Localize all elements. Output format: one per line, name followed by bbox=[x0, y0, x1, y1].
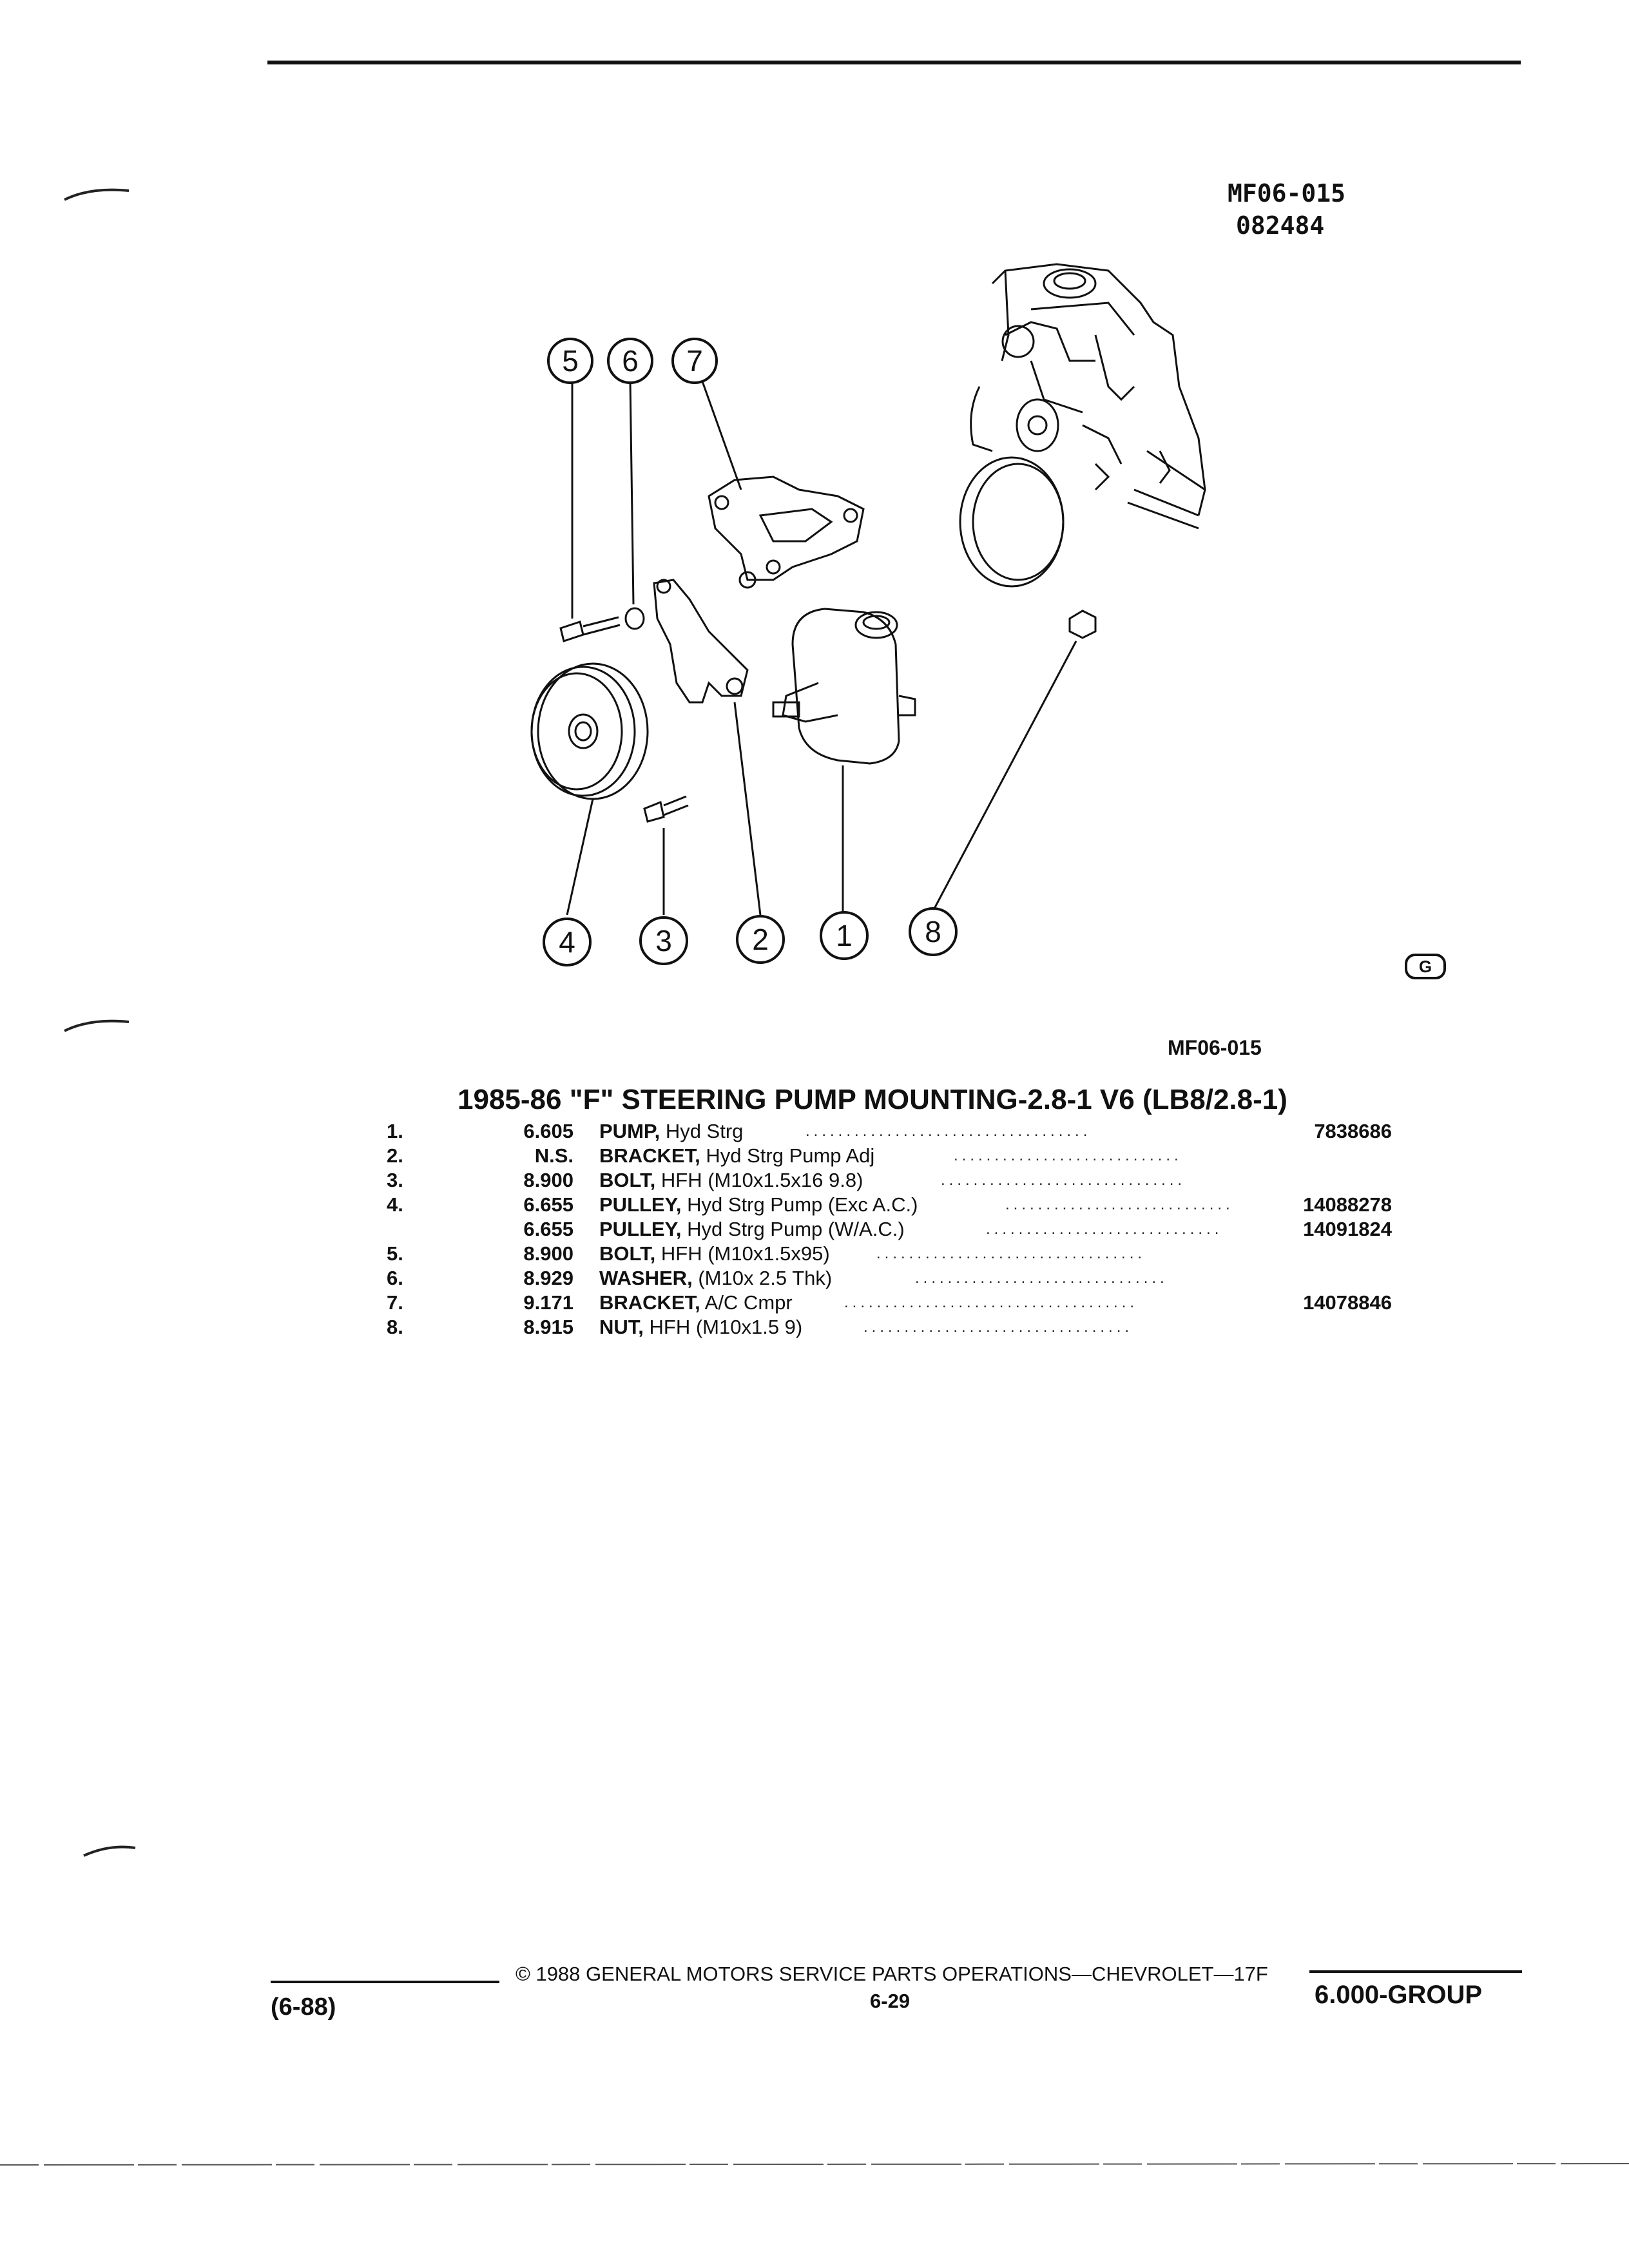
group-number: 9.171 bbox=[523, 1291, 574, 1314]
pulley-drawing bbox=[530, 662, 649, 800]
gm-logo: G bbox=[1405, 954, 1446, 979]
dot-leader: ................................... bbox=[805, 1122, 1092, 1140]
steering-pump-drawing bbox=[772, 608, 916, 765]
parts-row: 8. 8.915 NUT, HFH (M10x1.5 9) ..........… bbox=[387, 1316, 1392, 1340]
callout-label: 8 bbox=[925, 915, 941, 948]
callout-6: 6 bbox=[607, 338, 653, 384]
dot-leader: ............................... bbox=[915, 1269, 1168, 1287]
top-rule bbox=[267, 61, 1521, 64]
parts-row: 7. 9.171 BRACKET, A/C Cmpr .............… bbox=[387, 1291, 1392, 1316]
bolt-5-drawing bbox=[559, 616, 621, 642]
footer-rule-left bbox=[271, 1981, 499, 1983]
group-number: N.S. bbox=[534, 1144, 574, 1167]
part-description: PULLEY, Hyd Strg Pump (W/A.C.) bbox=[599, 1218, 905, 1240]
item-number: 1. bbox=[387, 1120, 403, 1142]
part-description: WASHER, (M10x 2.5 Thk) bbox=[599, 1267, 833, 1289]
callout-1: 1 bbox=[820, 911, 869, 960]
item-number: 2. bbox=[387, 1144, 403, 1167]
callout-2: 2 bbox=[736, 915, 785, 964]
callout-5: 5 bbox=[547, 338, 593, 384]
parts-row: 3. 8.900 BOLT, HFH (M10x1.5x16 9.8) ....… bbox=[387, 1169, 1392, 1193]
dot-leader: ............................ bbox=[1005, 1196, 1234, 1213]
part-description: PULLEY, Hyd Strg Pump (Exc A.C.) bbox=[599, 1193, 918, 1216]
part-number: 14091824 bbox=[1303, 1218, 1392, 1240]
group-number: 8.900 bbox=[523, 1169, 574, 1191]
parts-list: 1. 6.605 PUMP, Hyd Strg ................… bbox=[387, 1120, 1392, 1340]
part-description: PUMP, Hyd Strg bbox=[599, 1120, 744, 1142]
callout-3: 3 bbox=[639, 916, 688, 965]
engine-block-drawing bbox=[959, 263, 1206, 588]
footer-rule-right bbox=[1309, 1970, 1522, 1973]
callout-label: 7 bbox=[686, 344, 703, 378]
section-title: 1985-86 "F" STEERING PUMP MOUNTING-2.8-1… bbox=[458, 1084, 1287, 1115]
margin-mark bbox=[64, 188, 130, 201]
dot-leader: ................................. bbox=[876, 1245, 1146, 1262]
figure-label: MF06-015 bbox=[1168, 1036, 1262, 1059]
item-number: 4. bbox=[387, 1193, 403, 1216]
margin-mark bbox=[83, 1845, 136, 1857]
callout-label: 3 bbox=[655, 924, 672, 957]
part-description: BRACKET, Hyd Strg Pump Adj bbox=[599, 1144, 875, 1167]
parts-row: 6. 8.929 WASHER, (M10x 2.5 Thk) ........… bbox=[387, 1267, 1392, 1291]
item-number: 5. bbox=[387, 1242, 403, 1265]
callout-label: 5 bbox=[562, 344, 579, 378]
margin-mark bbox=[64, 1019, 130, 1032]
dot-leader: .............................. bbox=[941, 1171, 1186, 1189]
callout-label: 6 bbox=[622, 344, 639, 378]
item-number: 3. bbox=[387, 1169, 403, 1191]
part-description: BOLT, HFH (M10x1.5x95) bbox=[599, 1242, 830, 1265]
copyright-line: © 1988 GENERAL MOTORS SERVICE PARTS OPER… bbox=[516, 1963, 1268, 1985]
ac-bracket-drawing bbox=[708, 476, 865, 589]
parts-row: 4. 6.655 PULLEY, Hyd Strg Pump (Exc A.C.… bbox=[387, 1193, 1392, 1218]
part-number: 14088278 bbox=[1303, 1193, 1392, 1216]
part-description: BOLT, HFH (M10x1.5x16 9.8) bbox=[599, 1169, 863, 1191]
bottom-scan-line bbox=[0, 2163, 1629, 2166]
washer-drawing bbox=[624, 607, 645, 630]
item-number: 7. bbox=[387, 1291, 403, 1314]
item-number: 6. bbox=[387, 1267, 403, 1289]
parts-row: 5. 8.900 BOLT, HFH (M10x1.5x95) ........… bbox=[387, 1242, 1392, 1267]
figure-ref-code: MF06-015 bbox=[1228, 179, 1346, 207]
group-label: 6.000-GROUP bbox=[1315, 1981, 1483, 2009]
adjust-bracket-drawing bbox=[653, 579, 749, 704]
figure-ref-date: 082484 bbox=[1236, 211, 1325, 240]
part-number: 14078846 bbox=[1303, 1291, 1392, 1314]
callout-4: 4 bbox=[543, 918, 592, 966]
nut-drawing bbox=[1068, 610, 1097, 639]
dot-leader: ............................. bbox=[986, 1220, 1223, 1238]
dot-leader: .................................... bbox=[844, 1294, 1139, 1311]
group-number: 6.605 bbox=[523, 1120, 574, 1142]
exploded-view-illustration: 5 6 7 4 3 2 1 8 bbox=[530, 263, 1206, 966]
revision-date: (6-88) bbox=[271, 1994, 336, 2021]
dot-leader: ............................ bbox=[954, 1147, 1182, 1164]
group-number: 8.929 bbox=[523, 1267, 574, 1289]
callout-label: 1 bbox=[836, 919, 853, 952]
group-number: 8.915 bbox=[523, 1316, 574, 1338]
part-number: 7838686 bbox=[1314, 1120, 1392, 1142]
group-number: 8.900 bbox=[523, 1242, 574, 1265]
dot-leader: ................................. bbox=[863, 1318, 1133, 1336]
parts-row: 2. N.S. BRACKET, Hyd Strg Pump Adj .....… bbox=[387, 1144, 1392, 1169]
page-number: 6-29 bbox=[870, 1990, 911, 2012]
group-number: 6.655 bbox=[523, 1193, 574, 1216]
callout-7: 7 bbox=[671, 338, 718, 384]
callout-8: 8 bbox=[909, 907, 958, 956]
part-description: BRACKET, A/C Cmpr bbox=[599, 1291, 793, 1314]
group-number: 6.655 bbox=[523, 1218, 574, 1240]
part-description: NUT, HFH (M10x1.5 9) bbox=[599, 1316, 803, 1338]
parts-row: 6.655 PULLEY, Hyd Strg Pump (W/A.C.) ...… bbox=[387, 1218, 1392, 1242]
callout-label: 2 bbox=[752, 923, 769, 956]
callout-label: 4 bbox=[559, 925, 575, 959]
item-number: 8. bbox=[387, 1316, 403, 1338]
bolt-3-drawing bbox=[643, 795, 689, 823]
parts-row: 1. 6.605 PUMP, Hyd Strg ................… bbox=[387, 1120, 1392, 1144]
